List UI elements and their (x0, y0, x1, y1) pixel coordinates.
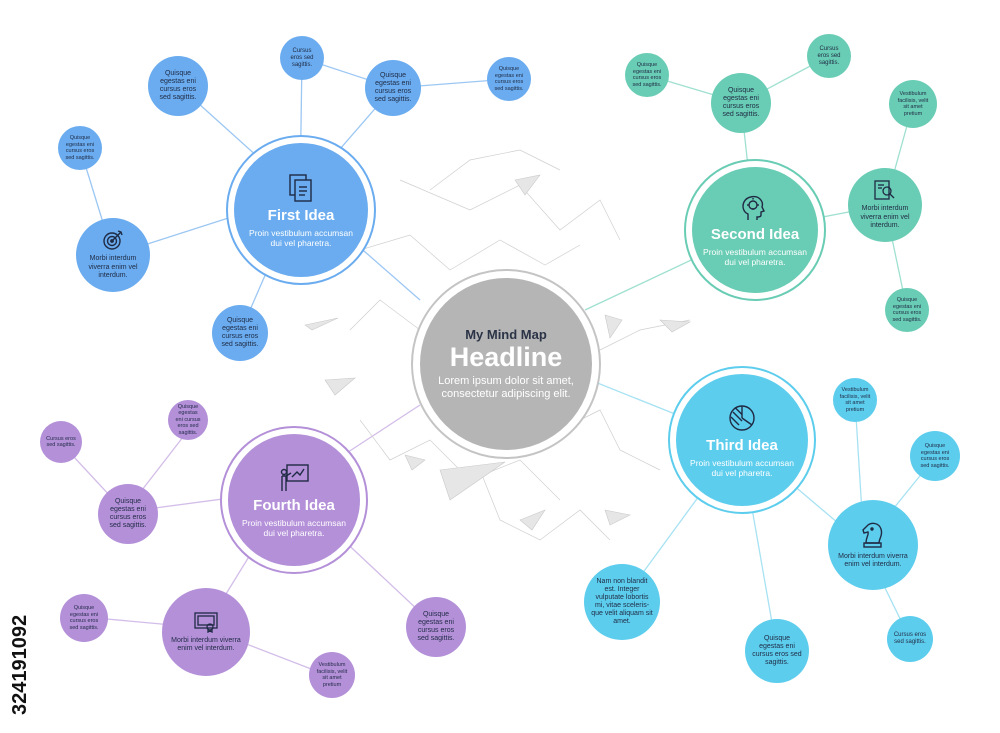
sub-node-third-chess[interactable]: Morbi interdum viverra enim vel interdum… (828, 500, 918, 590)
sub-node-fourth-left[interactable]: Quisque egestas eni cursus eros sed sagi… (98, 484, 158, 544)
chess-knight-icon (860, 521, 886, 549)
second-idea-title: Second Idea (710, 225, 800, 243)
sub-node-second-bottom[interactable]: Quisque egestas eni cursus eros sed sagi… (885, 288, 929, 332)
center-body: Lorem ipsum dolor sit amet, consectetur … (438, 375, 574, 400)
second-idea-node[interactable]: Second Idea Proin vestibulum accumsan du… (692, 167, 818, 293)
target-icon (102, 229, 124, 251)
first-idea-title: First Idea (267, 206, 335, 224)
third-idea-title: Third Idea (706, 436, 778, 454)
third-idea-subtitle: Proin vestibulum accumsan dui vel pharet… (690, 457, 794, 478)
pie-chart-icon (727, 403, 757, 433)
third-idea-node[interactable]: Third Idea Proin vestibulum accumsan dui… (676, 374, 808, 506)
sub-node-fourth-bottom-left[interactable]: Quisque egestas eni cursus eros sed sagi… (60, 594, 108, 642)
presentation-icon (278, 463, 310, 493)
sub-node-third-far-right[interactable]: Quisque egestas eni cursus eros sed sagi… (910, 431, 960, 481)
second-idea-subtitle: Proin vestibulum accumsan dui vel pharet… (703, 246, 807, 267)
sub-node-second-right[interactable]: Morbi interdum viverra enim vel interdum… (848, 168, 922, 242)
fourth-idea-title: Fourth Idea (253, 496, 335, 514)
stock-id-label: 324191092 (6, 500, 32, 720)
sub-node-first-bottom[interactable]: Quisque egestas eni cursus eros sed sagi… (212, 305, 268, 361)
document-icon (288, 173, 314, 203)
second-right-text: Morbi interdum viverra enim vel interdum… (860, 205, 910, 230)
head-lightbulb-icon (740, 194, 770, 222)
sub-node-first-left[interactable]: Quisque egestas eni cursus eros sed sagi… (58, 126, 102, 170)
sub-node-first-top-left[interactable]: Quisque egestas eni cursus eros sed sagi… (148, 56, 208, 116)
sub-node-third-left[interactable]: Nam non blandit est. Integer vulputate l… (584, 564, 660, 640)
center-kicker: My Mind Map (465, 327, 547, 342)
sub-node-third-right-top[interactable]: Vestibulum facilisis, velit sit amet pre… (833, 378, 877, 422)
sub-node-fourth-bottom-right[interactable]: Quisque egestas eni cursus eros sed sagi… (406, 597, 466, 657)
fourth-idea-subtitle: Proin vestibulum accumsan dui vel pharet… (242, 517, 346, 538)
sub-node-first-far-right[interactable]: Quisque egestas eni cursus eros sed sagi… (487, 57, 531, 101)
sub-node-first-top-right[interactable]: Quisque egestas eni cursus eros sed sagi… (365, 60, 421, 116)
sub-node-fourth-bottom-mid[interactable]: Vestibulum facilisis, velit sit amet pre… (309, 652, 355, 698)
sub-node-fourth-cert[interactable]: Morbi interdum viverra enim vel interdum… (162, 588, 250, 676)
first-idea-subtitle: Proin vestibulum accumsan dui vel pharet… (249, 227, 353, 248)
fourth-cert-text: Morbi interdum viverra enim vel interdum… (171, 636, 241, 653)
sub-node-fourth-top-left[interactable]: Cursus eros sed sagittis. (40, 421, 82, 463)
sub-node-second-mid[interactable]: Quisque egestas eni cursus eros sed sagi… (711, 73, 771, 133)
center-node[interactable]: My Mind Map Headline Lorem ipsum dolor s… (420, 278, 592, 450)
sub-node-third-bottom[interactable]: Quisque egestas eni cursus eros sed sagi… (745, 619, 809, 683)
sub-node-second-top-left[interactable]: Quisque egestas eni cursus eros sed sagi… (625, 53, 669, 97)
sub-node-second-right-top[interactable]: Vestibulum facilisis, velit sit amet pre… (889, 80, 937, 128)
first-target-text: Morbi interdum viverra enim vel interdum… (88, 255, 138, 280)
first-idea-node[interactable]: First Idea Proin vestibulum accumsan dui… (234, 143, 368, 277)
certificate-icon (193, 611, 219, 633)
sub-node-second-top-right[interactable]: Cursus eros sed sagittis. (807, 34, 851, 78)
stock-id-text: 324191092 (9, 615, 31, 715)
fourth-idea-node[interactable]: Fourth Idea Proin vestibulum accumsan du… (228, 434, 360, 566)
sub-node-fourth-top-right[interactable]: Quisque egestas eni cursus eros sed sagi… (168, 400, 208, 440)
center-headline: Headline (449, 342, 563, 372)
sub-node-third-bottom-right[interactable]: Cursus eros sed sagittis. (887, 616, 933, 662)
sub-node-first-top-mid[interactable]: Cursus eros sed sagittis. (280, 36, 324, 80)
third-chess-text: Morbi interdum viverra enim vel interdum… (838, 552, 908, 569)
sub-node-first-target[interactable]: Morbi interdum viverra enim vel interdum… (76, 218, 150, 292)
certificate-search-icon (873, 179, 897, 201)
